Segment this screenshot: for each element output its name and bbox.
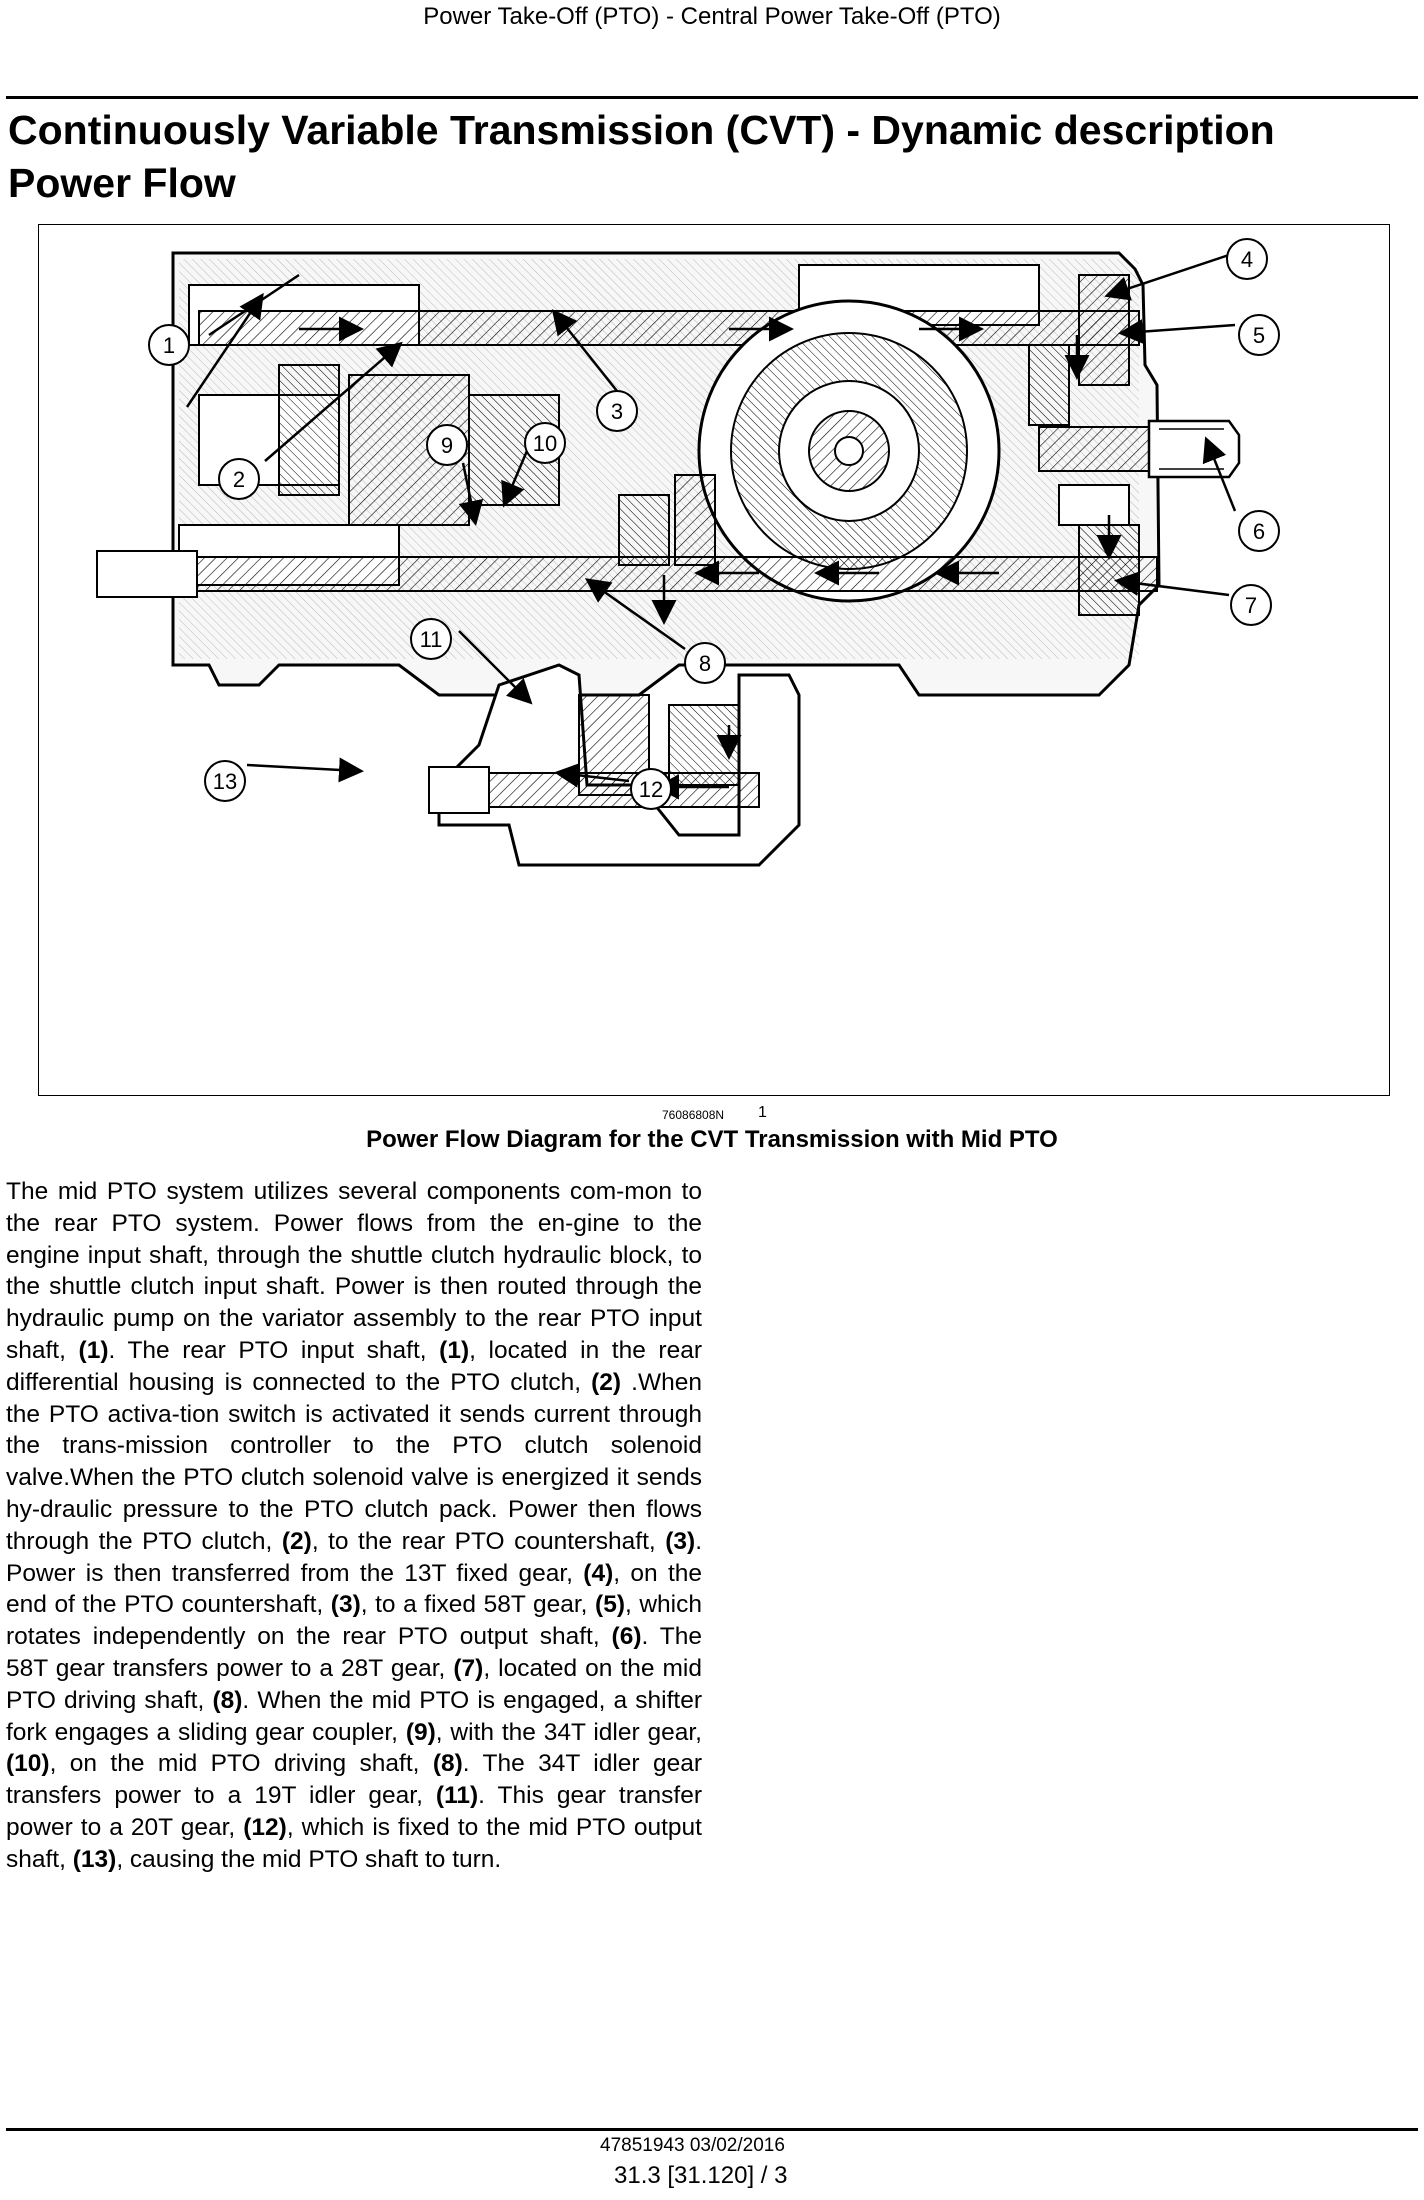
- svg-text:10: 10: [533, 431, 557, 456]
- power-flow-diagram: 1 2 3 4 5 6 7 8 9 10 11: [38, 224, 1390, 1096]
- callout-leaders: [185, 253, 1237, 788]
- variator-assembly: [697, 299, 1001, 603]
- svg-text:11: 11: [420, 627, 443, 652]
- body-text-run: , located on the mid PTO driving shaft,: [6, 1654, 702, 1714]
- reference-number: (1): [78, 1336, 109, 1364]
- reference-number: (2): [281, 1527, 312, 1555]
- body-text-run: , to the rear PTO countershaft,: [311, 1527, 666, 1555]
- callout-11: 11: [410, 618, 452, 660]
- body-paragraph: The mid PTO system utilizes several comp…: [6, 1176, 702, 1876]
- reference-number: (2): [591, 1368, 622, 1396]
- page-title: Continuously Variable Transmission (CVT)…: [8, 104, 1275, 210]
- callout-9: 9: [426, 424, 468, 466]
- svg-text:2: 2: [233, 467, 245, 492]
- transmission-cutaway-drawing: 1 2 3 4 5 6 7 8 9 10 11: [96, 238, 1280, 867]
- body-text-run: , on the mid PTO driving shaft,: [49, 1750, 433, 1778]
- callout-6: 6: [1238, 510, 1280, 552]
- reference-number: (3): [665, 1527, 696, 1555]
- footer-divider: [6, 2128, 1418, 2131]
- callout-7: 7: [1230, 584, 1272, 626]
- reference-number: (10): [6, 1750, 50, 1778]
- callout-13: 13: [204, 760, 246, 802]
- callout-10: 10: [524, 422, 566, 464]
- reference-number: (13): [72, 1845, 117, 1873]
- body-text-run: . This gear transfer power to a 20T gear…: [6, 1782, 702, 1841]
- callout-1: 1: [148, 324, 190, 366]
- reference-number: (5): [595, 1591, 625, 1619]
- body-text-run: . The 34T idler gear transfers power to …: [6, 1750, 702, 1810]
- reference-number: (7): [453, 1654, 484, 1682]
- svg-text:3: 3: [611, 399, 623, 424]
- header-divider: [6, 96, 1418, 99]
- body-text-run: , located in the rear differential housi…: [6, 1336, 703, 1396]
- body-text-run: . The 58T gear transfers power to a 28T …: [6, 1623, 702, 1682]
- svg-text:5: 5: [1253, 323, 1265, 348]
- body-text-run: , causing the mid PTO shaft to turn.: [116, 1845, 502, 1873]
- figure-code: 76086808N: [662, 1108, 725, 1122]
- reference-number: (9): [405, 1718, 436, 1746]
- sliding-coupler-and-idler-gear: [618, 474, 716, 566]
- reference-number: (8): [432, 1750, 463, 1778]
- svg-text:6: 6: [1253, 519, 1265, 544]
- body-text-run: , with the 34T idler gear,: [435, 1718, 702, 1746]
- callout-4: 4: [1226, 238, 1268, 280]
- svg-text:7: 7: [1245, 593, 1257, 618]
- callout-2: 2: [218, 458, 260, 500]
- reference-number: (6): [611, 1623, 642, 1651]
- svg-text:4: 4: [1241, 247, 1253, 272]
- body-text-run: , which rotates independently on the rea…: [6, 1591, 702, 1651]
- page-reference: 31.3 [31.120] / 3: [614, 2162, 788, 2189]
- body-text-run: The mid PTO system utilizes several comp…: [6, 1178, 702, 1364]
- body-text-run: . The rear PTO input shaft,: [108, 1336, 440, 1364]
- body-text-run: , on the end of the PTO countershaft,: [6, 1559, 702, 1619]
- svg-text:8: 8: [699, 651, 711, 676]
- callout-3: 3: [596, 390, 638, 432]
- reference-number: (1): [439, 1336, 470, 1364]
- reference-number: (4): [583, 1559, 614, 1587]
- callout-12: 12: [630, 768, 672, 810]
- reference-number: (11): [435, 1782, 479, 1810]
- body-text-run: , which is fixed to the mid PTO output s…: [6, 1813, 702, 1873]
- body-text-run: . When the mid PTO is engaged, a shifter…: [6, 1686, 702, 1746]
- document-id: 47851943 03/02/2016: [600, 2135, 785, 2156]
- svg-text:9: 9: [441, 433, 453, 458]
- reference-number: (12): [243, 1813, 287, 1841]
- figure-caption: Power Flow Diagram for the CVT Transmiss…: [366, 1126, 1058, 1153]
- power-flow-arrows: [299, 316, 1122, 625]
- body-text-run: , to a fixed 58T gear,: [360, 1591, 596, 1619]
- body-text-run: .When the PTO activa-­tion switch is act…: [6, 1368, 702, 1555]
- callout-8: 8: [684, 642, 726, 684]
- reference-number: (8): [212, 1686, 243, 1714]
- svg-text:13: 13: [213, 769, 237, 794]
- page-header-title: Power Take-Off (PTO) - Central Power Tak…: [423, 3, 1001, 30]
- page-title-line-1: Continuously Variable Transmission (CVT)…: [8, 107, 1275, 153]
- body-text-run: . Power is then transferred from the 13T…: [6, 1527, 702, 1587]
- figure-number: 1: [758, 1104, 767, 1121]
- page-title-line-2: Power Flow: [8, 160, 236, 206]
- svg-text:12: 12: [639, 777, 663, 802]
- svg-text:1: 1: [163, 333, 175, 358]
- reference-number: (3): [330, 1591, 361, 1619]
- callout-5: 5: [1238, 314, 1280, 356]
